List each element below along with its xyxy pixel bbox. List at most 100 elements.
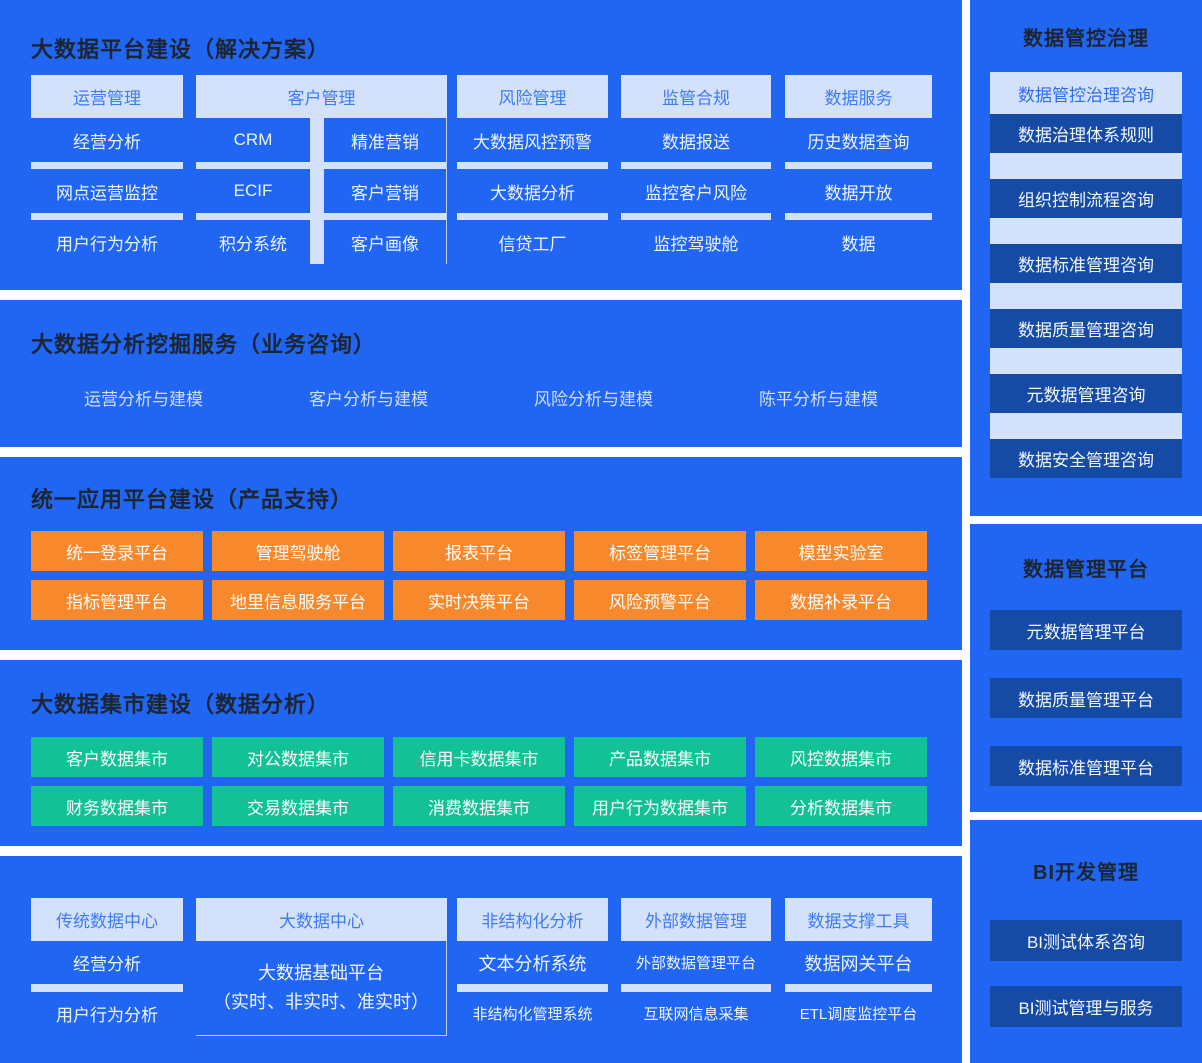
- governance-item: 数据安全管理咨询: [990, 439, 1182, 478]
- separator-bar: [990, 218, 1182, 244]
- mart-button-rows: 客户数据集市 对公数据集市 信用卡数据集市 产品数据集市 风控数据集市 财务数据…: [31, 737, 927, 826]
- separator-bar: [990, 348, 1182, 374]
- mining-items-row: 运营分析与建模 客户分析与建模 风险分析与建模 陈平分析与建模: [31, 380, 931, 414]
- separator-bar: [990, 153, 1182, 179]
- separator-bar: [31, 213, 183, 220]
- mart-panel-title: 大数据集市建设（数据分析）: [31, 692, 331, 717]
- app-platform-block: 指标管理平台: [31, 580, 203, 620]
- solution-item: 监控驾驶舱: [653, 234, 739, 254]
- column-unstructured-analysis: 非结构化分析 文本分析系统 非结构化管理系统: [457, 898, 608, 1036]
- solution-item: 信贷工厂: [498, 234, 567, 254]
- separator-bar: [324, 213, 446, 220]
- infra-item: 非结构化管理系统: [472, 1006, 593, 1023]
- column-data-support-tools: 数据支撑工具 数据网关平台 ETL调度监控平台: [785, 898, 932, 1036]
- column-customer-management: 客户管理 CRM ECIF 积分系统 精准营销 客户营销: [196, 75, 447, 264]
- governance-panel-title: 数据管控治理: [1023, 27, 1149, 50]
- governance-item: 数据质量管理咨询: [990, 309, 1182, 348]
- solution-item: 数据报送: [662, 132, 730, 152]
- mining-panel-title: 大数据分析挖掘服务（业务咨询）: [31, 332, 377, 357]
- app-button-rows: 统一登录平台 管理驾驶舱 报表平台 标签管理平台 模型实验室 指标管理平台 地里…: [31, 531, 927, 620]
- infra-item: 数据网关平台: [804, 953, 913, 974]
- separator-bar: [621, 984, 771, 992]
- separator-bar: [785, 213, 932, 220]
- separator-bar: [621, 213, 771, 220]
- app-platform-block: 统一登录平台: [31, 531, 203, 571]
- separator-bar: [324, 162, 446, 169]
- data-mart-block: 分析数据集市: [755, 786, 927, 826]
- app-platform-block: 管理驾驶舱: [212, 531, 384, 571]
- governance-item: 元数据管理咨询: [990, 374, 1182, 413]
- app-platform-block: 报表平台: [393, 531, 565, 571]
- solution-item: 客户营销: [351, 183, 419, 203]
- app-platform-block: 实时决策平台: [393, 580, 565, 620]
- solution-item: 大数据风控预警: [473, 132, 592, 152]
- mining-item: 风险分析与建模: [534, 389, 653, 409]
- big-data-platform-line2: （实时、非实时、准实时）: [213, 992, 429, 1012]
- separator-bar: [31, 162, 183, 169]
- data-management-platform-panel: 数据管理平台 元数据管理平台 数据质量管理平台 数据标准管理平台: [970, 524, 1202, 812]
- separator-bar: [457, 213, 608, 220]
- column-big-data-center: 大数据中心 大数据基础平台 （实时、非实时、准实时）: [196, 898, 447, 1036]
- data-mart-block: 产品数据集市: [574, 737, 746, 777]
- column-data-services: 数据服务 历史数据查询 数据开放 数据: [785, 75, 932, 264]
- big-data-platform-line1: 大数据基础平台: [258, 963, 384, 983]
- mining-item: 客户分析与建模: [309, 389, 428, 409]
- separator-bar: [196, 162, 310, 169]
- mgmt-platform-item: 元数据管理平台: [990, 610, 1182, 650]
- column-header: 数据服务: [785, 75, 932, 118]
- column-operations-management: 运营管理 经营分析 网点运营监控 用户行为分析: [31, 75, 183, 264]
- vertical-divider: [310, 118, 324, 264]
- bi-list: BI测试体系咨询 BI测试管理与服务: [970, 920, 1202, 1027]
- separator-bar: [457, 162, 608, 169]
- data-mart-block: 用户行为数据集市: [574, 786, 746, 826]
- data-mart-block: 客户数据集市: [31, 737, 203, 777]
- column-header: 非结构化分析: [457, 898, 608, 941]
- data-mart-block: 信用卡数据集市: [393, 737, 565, 777]
- column-header: 传统数据中心: [31, 898, 183, 941]
- governance-item: 组织控制流程咨询: [990, 179, 1182, 218]
- governance-item: 数据治理体系规则: [990, 114, 1182, 153]
- mgmt-platform-panel-title: 数据管理平台: [1023, 558, 1149, 581]
- column-header: 监管合规: [621, 75, 771, 118]
- bi-development-panel: BI开发管理 BI测试体系咨询 BI测试管理与服务: [970, 820, 1202, 1063]
- bi-item: BI测试体系咨询: [990, 920, 1182, 961]
- bi-panel-title: BI开发管理: [1033, 861, 1139, 884]
- separator-bar: [990, 283, 1182, 309]
- column-risk-management: 风险管理 大数据风控预警 大数据分析 信贷工厂: [457, 75, 608, 264]
- separator-bar: [621, 162, 771, 169]
- governance-item: 数据标准管理咨询: [990, 244, 1182, 283]
- data-mart-block: 交易数据集市: [212, 786, 384, 826]
- governance-list: 数据管控治理咨询 数据治理体系规则 组织控制流程咨询 数据标准管理咨询 数据质量…: [970, 72, 1202, 478]
- app-panel-title: 统一应用平台建设（产品支持）: [31, 487, 354, 512]
- customer-subcolumn-left: CRM ECIF 积分系统: [196, 118, 310, 264]
- governance-highlight-item: 数据管控治理咨询: [990, 72, 1182, 114]
- solution-item: 数据: [841, 234, 876, 254]
- separator-bar: [785, 984, 932, 992]
- column-header: 客户管理: [196, 75, 447, 118]
- bi-item: BI测试管理与服务: [990, 986, 1182, 1027]
- solution-grid: 运营管理 经营分析 网点运营监控 用户行为分析 客户管理 CRM ECIF 积分…: [31, 75, 932, 264]
- mgmt-platform-item: 数据标准管理平台: [990, 746, 1182, 786]
- infra-item: 用户行为分析: [56, 1006, 158, 1025]
- customer-subcolumn-right: 精准营销 客户营销 客户画像: [324, 118, 446, 264]
- infra-item: 互联网信息采集: [643, 1006, 749, 1023]
- solution-item: 监控客户风险: [645, 183, 747, 203]
- solution-panel: 大数据平台建设（解决方案） 运营管理 经营分析 网点运营监控 用户行为分析 客户…: [0, 0, 962, 290]
- column-header: 外部数据管理: [621, 898, 771, 941]
- column-header: 运营管理: [31, 75, 183, 118]
- solution-item: 用户行为分析: [56, 234, 158, 254]
- solution-item: 历史数据查询: [807, 132, 910, 152]
- column-header: 数据支撑工具: [785, 898, 932, 941]
- customer-subgrid: CRM ECIF 积分系统 精准营销 客户营销 客户画像: [196, 118, 447, 264]
- infra-item: 文本分析系统: [478, 953, 587, 974]
- column-header: 大数据中心: [196, 898, 447, 941]
- infrastructure-panel: 传统数据中心 经营分析 用户行为分析 大数据中心 大数据基础平台 （实时、非实时…: [0, 856, 962, 1063]
- app-button-row: 指标管理平台 地里信息服务平台 实时决策平台 风险预警平台 数据补录平台: [31, 580, 927, 620]
- app-button-row: 统一登录平台 管理驾驶舱 报表平台 标签管理平台 模型实验室: [31, 531, 927, 571]
- solution-item: 精准营销: [351, 132, 419, 152]
- data-mart-block: 对公数据集市: [212, 737, 384, 777]
- app-platform-panel: 统一应用平台建设（产品支持） 统一登录平台 管理驾驶舱 报表平台 标签管理平台 …: [0, 457, 962, 650]
- column-external-data-management: 外部数据管理 外部数据管理平台 互联网信息采集: [621, 898, 771, 1036]
- mgmt-platform-list: 元数据管理平台 数据质量管理平台 数据标准管理平台: [970, 610, 1202, 786]
- solution-item: 数据开放: [824, 183, 893, 203]
